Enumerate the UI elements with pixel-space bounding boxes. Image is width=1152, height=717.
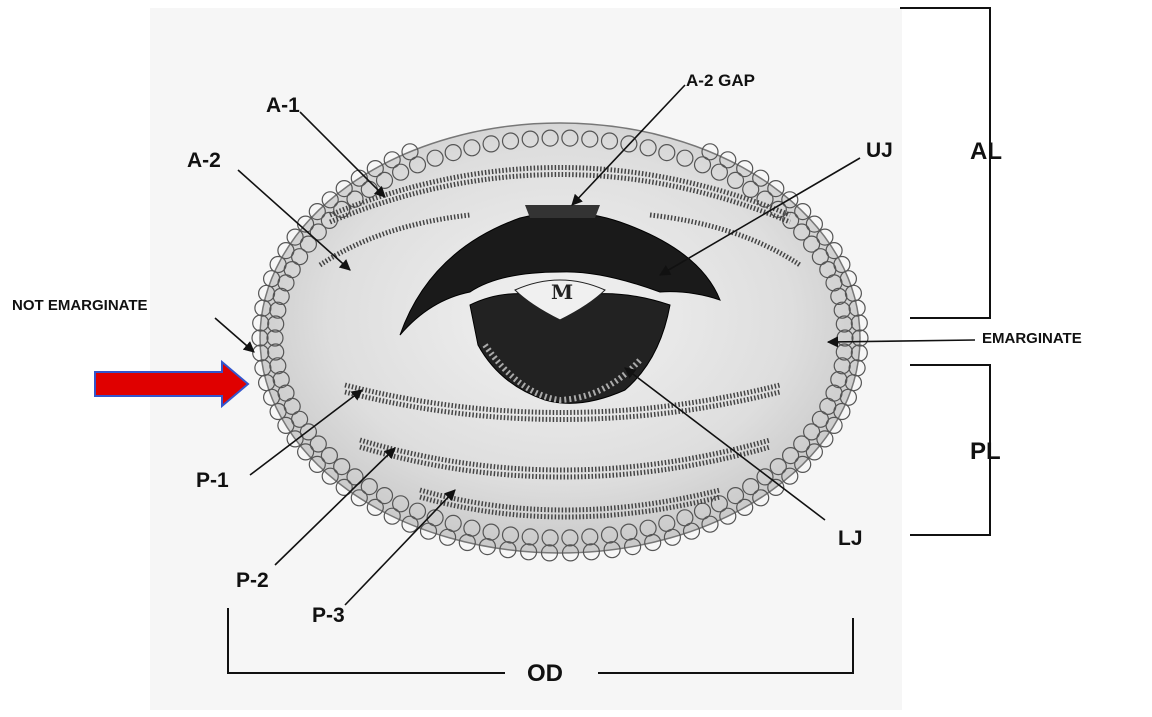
label-p2: P-2 (236, 570, 269, 591)
label-pl: PL (970, 440, 1001, 464)
a2-gap-mark (525, 205, 600, 218)
label-p1: P-1 (196, 470, 229, 491)
label-a2-gap: A-2 GAP (686, 72, 755, 89)
label-a2: A-2 (187, 150, 221, 171)
label-uj: UJ (866, 140, 893, 161)
label-lj: LJ (838, 528, 863, 549)
label-od: OD (527, 662, 563, 686)
leader-a1 (300, 112, 385, 197)
od-bracket-right (598, 618, 853, 673)
od-bracket-left (228, 608, 505, 673)
red-right-arrow-icon (95, 362, 248, 406)
label-m: M (551, 282, 573, 302)
label-emarginate: EMARGINATE (982, 331, 1082, 346)
leader-not-emarginate (215, 318, 254, 352)
label-not-emarginate: NOT EMARGINATE (12, 298, 148, 313)
label-a1: A-1 (266, 95, 300, 116)
label-al: AL (970, 140, 1002, 164)
label-p3: P-3 (312, 605, 345, 626)
